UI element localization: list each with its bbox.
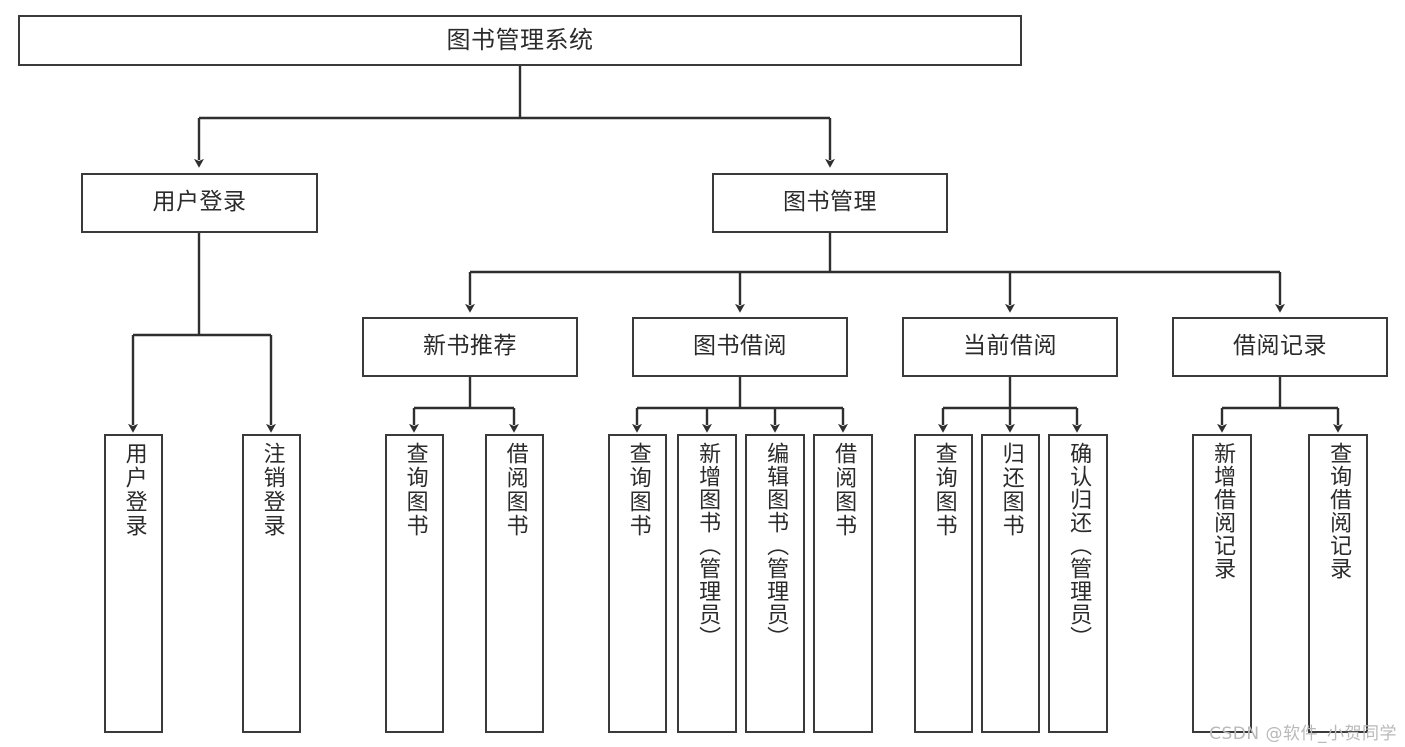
leaf-book-borrow-query[interactable]: 查询图书 (608, 434, 667, 733)
leaf-current-borrow-confirm-return[interactable]: 确认归还（管理员） (1048, 434, 1108, 733)
node-book-borrow-label: 图书借阅 (693, 333, 787, 360)
node-root-label: 图书管理系统 (446, 26, 594, 55)
leaf-borrow-record-query-label: 查询借阅记录 (1326, 442, 1352, 580)
leaf-current-borrow-query[interactable]: 查询图书 (914, 434, 973, 733)
leaf-user-login-login[interactable]: 用户登录 (104, 434, 163, 733)
leaf-current-borrow-return-label: 归还图书 (998, 442, 1024, 538)
leaf-borrow-record-add-label: 新增借阅记录 (1210, 442, 1236, 580)
leaf-current-borrow-return[interactable]: 归还图书 (981, 434, 1040, 733)
leaf-book-borrow-query-label: 查询图书 (625, 442, 651, 538)
node-book-management-label: 图书管理 (783, 189, 877, 216)
leaf-new-book-query[interactable]: 查询图书 (385, 434, 444, 733)
node-user-login-label: 用户登录 (152, 189, 247, 216)
leaf-new-book-query-label: 查询图书 (402, 442, 428, 538)
node-book-borrow[interactable]: 图书借阅 (632, 317, 848, 377)
leaf-new-book-borrow-label: 借阅图书 (502, 442, 528, 538)
leaf-book-borrow-edit[interactable]: 编辑图书（管理员） (745, 434, 805, 733)
node-book-management[interactable]: 图书管理 (712, 173, 948, 233)
leaf-book-borrow-borrow-label: 借阅图书 (831, 442, 857, 538)
leaf-current-borrow-query-label: 查询图书 (931, 442, 957, 538)
leaf-borrow-record-query[interactable]: 查询借阅记录 (1308, 434, 1368, 733)
leaf-book-borrow-add-label: 新增图书（管理员） (695, 442, 721, 649)
leaf-book-borrow-borrow[interactable]: 借阅图书 (813, 434, 873, 733)
leaf-new-book-borrow[interactable]: 借阅图书 (485, 434, 544, 733)
node-current-borrow[interactable]: 当前借阅 (902, 317, 1118, 377)
node-user-login[interactable]: 用户登录 (81, 173, 318, 233)
node-current-borrow-label: 当前借阅 (963, 333, 1057, 360)
node-borrow-record[interactable]: 借阅记录 (1172, 317, 1388, 377)
node-new-book-recommend-label: 新书推荐 (423, 333, 517, 360)
node-root[interactable]: 图书管理系统 (18, 15, 1022, 66)
leaf-borrow-record-add[interactable]: 新增借阅记录 (1192, 434, 1252, 733)
leaf-current-borrow-confirm-return-label: 确认归还（管理员） (1066, 442, 1092, 649)
leaf-user-login-logout-label: 注销登录 (259, 442, 285, 538)
leaf-user-login-logout[interactable]: 注销登录 (242, 434, 301, 733)
leaf-user-login-login-label: 用户登录 (121, 442, 147, 538)
leaf-book-borrow-edit-label: 编辑图书（管理员） (763, 442, 789, 649)
node-borrow-record-label: 借阅记录 (1233, 333, 1327, 360)
node-new-book-recommend[interactable]: 新书推荐 (362, 317, 578, 377)
leaf-book-borrow-add[interactable]: 新增图书（管理员） (677, 434, 737, 733)
watermark: CSDN @软件_小贺同学 (1209, 724, 1397, 744)
